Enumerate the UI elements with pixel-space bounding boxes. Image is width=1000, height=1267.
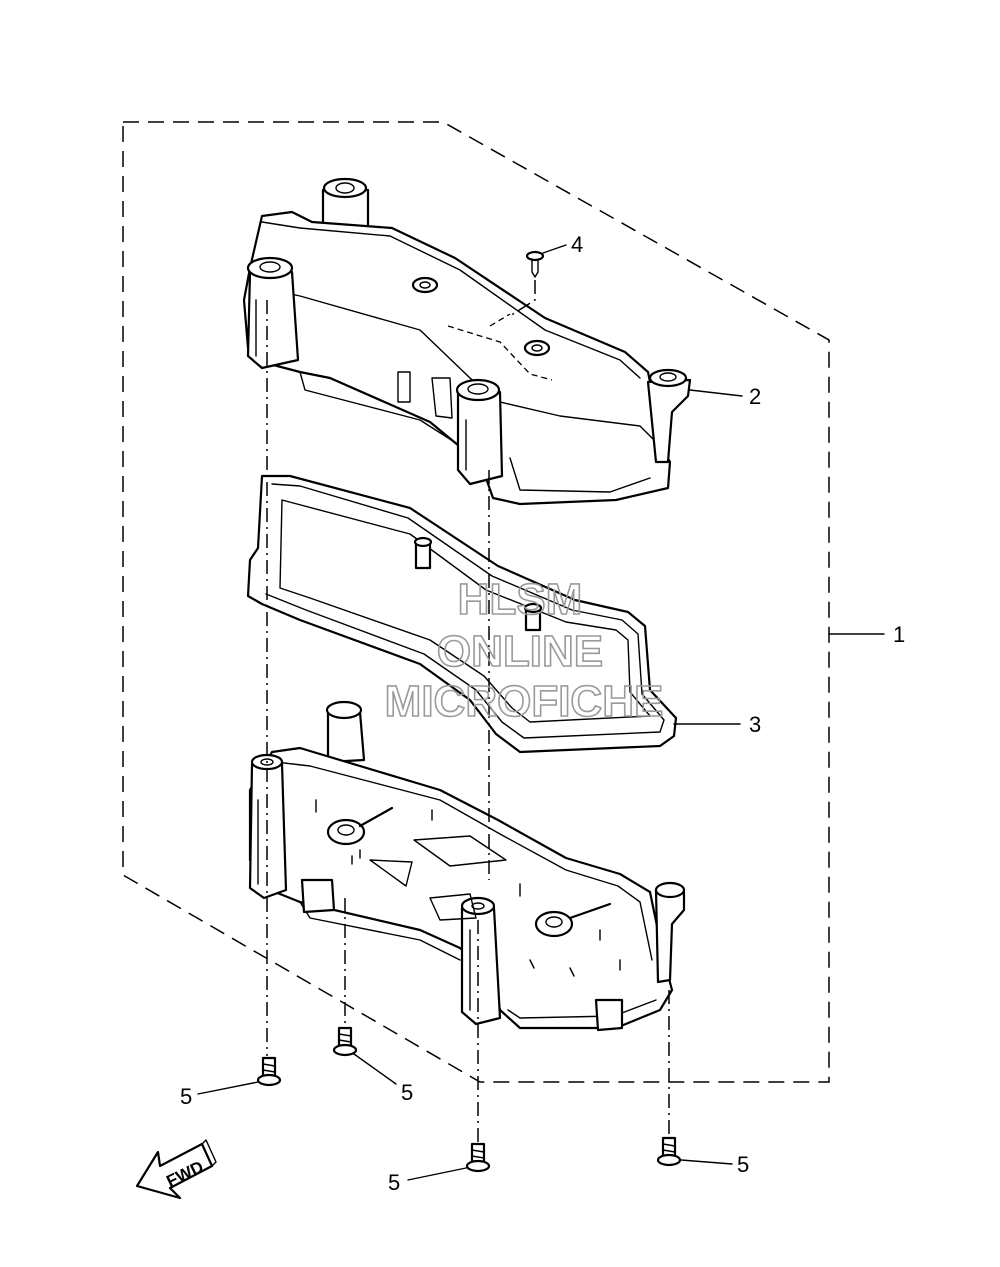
callout-5: 5 — [737, 1152, 749, 1177]
screw-part-5d[interactable] — [656, 1136, 682, 1167]
callout-3: 3 — [749, 712, 761, 737]
callout-4: 4 — [571, 232, 583, 257]
leader-line-5c — [407, 1167, 467, 1181]
leader-line-5a — [197, 1081, 259, 1095]
meter-cover-part[interactable] — [242, 177, 692, 506]
svg-text:HLSM: HLSM — [458, 575, 583, 624]
callout-5: 5 — [401, 1080, 413, 1105]
screw-part-5c[interactable] — [465, 1142, 491, 1173]
callout-5: 5 — [180, 1084, 192, 1109]
alignment-line — [509, 280, 536, 317]
callout-2: 2 — [749, 384, 761, 409]
assembly-boundary — [122, 121, 830, 1083]
callout-5: 5 — [388, 1170, 400, 1195]
leader-line-2 — [689, 389, 743, 397]
gasket-part[interactable] — [246, 474, 678, 754]
screw-part-5a[interactable] — [256, 1056, 282, 1087]
leader-line-4 — [542, 244, 567, 254]
leader-line-5d — [680, 1159, 733, 1165]
screw-part-4[interactable] — [525, 250, 545, 278]
meter-housing-part[interactable] — [248, 700, 686, 1032]
watermark: HLSM ONLINE MICROFICHE — [384, 574, 664, 727]
fwd-arrow-icon: FWD — [135, 1139, 217, 1200]
callout-1: 1 — [893, 622, 905, 647]
leader-line-5b — [353, 1053, 397, 1085]
screw-part-5b[interactable] — [332, 1026, 358, 1057]
svg-text:MICROFICHE: MICROFICHE — [385, 677, 664, 726]
svg-text:ONLINE: ONLINE — [437, 627, 603, 676]
